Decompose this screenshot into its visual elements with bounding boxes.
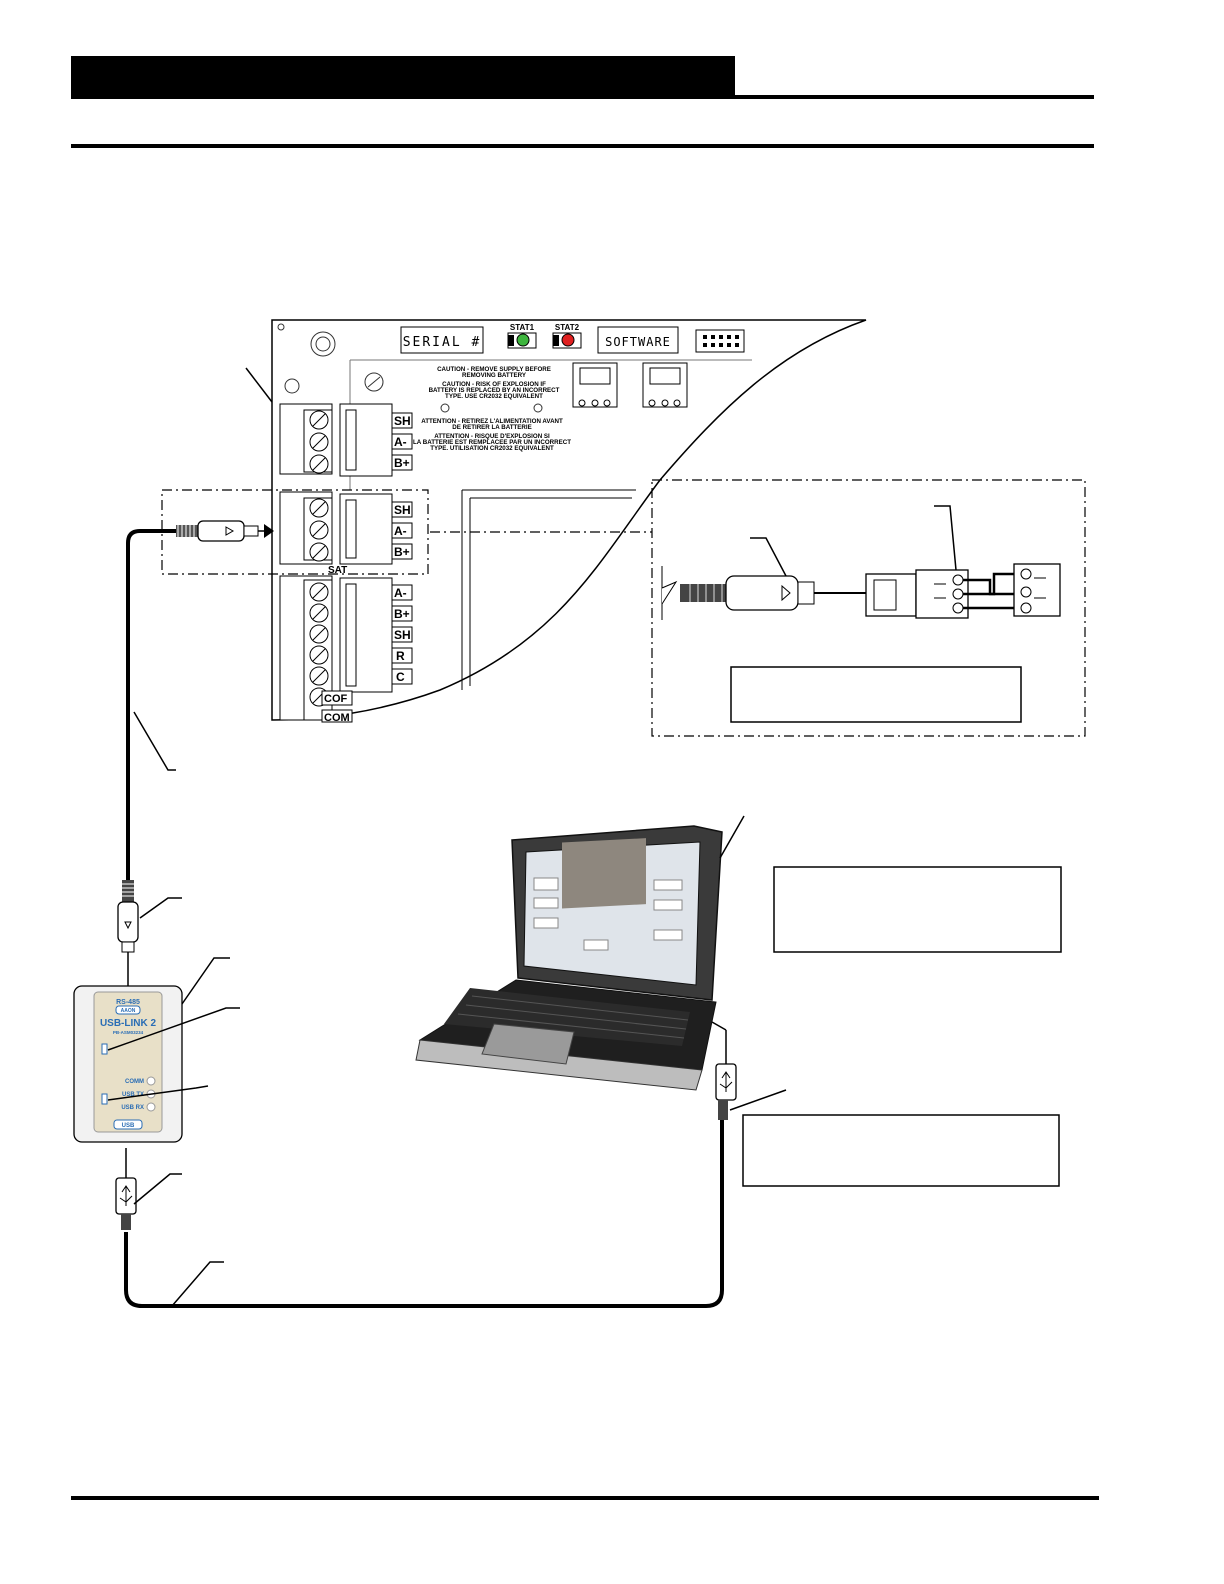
footer-rule — [71, 1496, 1099, 1500]
terminal-block-sat — [279, 491, 393, 565]
rj-jack-icon — [572, 362, 618, 408]
rj-jack-icon — [642, 362, 688, 408]
controller-board: SERIAL # SOFTWARE STAT1 STAT2 C — [271, 319, 867, 724]
rs485-cable — [126, 529, 176, 880]
header-rule — [71, 95, 1094, 99]
caution-text: TYPE. USE CR2032 EQUIVALENT — [445, 393, 543, 400]
detail-callout-box — [651, 479, 1086, 737]
header-bar — [71, 56, 735, 96]
leader-line — [133, 1173, 182, 1205]
caution-text: CAUTION - REMOVE SUPPLY BEFORE — [437, 366, 551, 373]
leader-line — [750, 537, 787, 577]
terminal-label: SH — [394, 414, 411, 428]
usb-rx-led-icon — [146, 1102, 156, 1112]
usb-link-brand: AAON — [121, 1008, 136, 1014]
serial-number-box — [400, 326, 484, 354]
usb-plug-icon — [711, 1021, 737, 1120]
usb-link-device: RS-485 AAON USB-LINK 2 PB-ASM03234 COMM … — [73, 985, 183, 1143]
terminal-block-top — [279, 403, 393, 477]
usb-link-tx-label: USB TX — [122, 1092, 144, 1098]
laptop-screen-content — [562, 838, 646, 909]
usb-link-part: PB-ASM03234 — [113, 1030, 144, 1035]
caution-text: BATTERY IS REPLACED BY AN INCORRECT — [429, 387, 560, 394]
usb-link-port-label: USB — [122, 1123, 135, 1129]
usb-link-name: USB-LINK 2 — [100, 1018, 157, 1029]
label-box — [773, 866, 1062, 953]
caution-text: REMOVING BATTERY — [462, 372, 527, 379]
sat-plug-icon — [176, 520, 274, 542]
laptop-computer — [415, 825, 723, 1091]
terminal-label: C — [396, 670, 405, 684]
usb-plug-icon — [115, 1148, 137, 1230]
leader-line — [729, 1089, 787, 1111]
leader-line — [107, 1085, 209, 1101]
detail-terminal-icon — [865, 569, 969, 619]
attention-text: LA BATTERIE EST REMPLACEE PAR UN INCORRE… — [413, 439, 571, 446]
leader-line — [719, 815, 745, 859]
stat1-label: STAT1 — [510, 323, 535, 332]
comm-led-icon — [146, 1076, 156, 1086]
label-box — [730, 666, 1022, 723]
stat2-label: STAT2 — [555, 323, 580, 332]
callout-highlight-box — [161, 489, 429, 575]
caution-text: CAUTION - RISK OF EXPLOSION IF — [442, 381, 546, 388]
serial-number-label: SERIAL # — [403, 335, 482, 350]
terminal-label: SH — [394, 503, 411, 517]
rs485-plug-icon — [117, 880, 139, 986]
usb-link-protocol: RS-485 — [116, 999, 140, 1006]
terminal-label: SH — [394, 628, 411, 642]
attention-text: DE RETIRER LA BATTERIE — [452, 424, 531, 431]
attention-text: TYPE. UTILISATION CR2032 EQUIVALENT — [430, 445, 554, 452]
terminal-label: A- — [394, 586, 407, 600]
leader-line — [133, 711, 176, 771]
leader-line — [181, 957, 230, 1005]
terminal-label: B+ — [394, 456, 410, 470]
terminal-label: A- — [394, 524, 407, 538]
leader-line — [245, 367, 273, 403]
cof-label: COF — [324, 693, 348, 705]
terminal-label: A- — [394, 435, 407, 449]
stat2-led-icon — [561, 333, 575, 347]
terminal-label: R — [396, 649, 405, 663]
detail-plug-icon — [661, 566, 815, 620]
usb-link-rx-label: USB RX — [121, 1105, 144, 1111]
usb-cable — [124, 1120, 724, 1308]
detail-receptacle-icon — [1013, 563, 1061, 617]
software-label: SOFTWARE — [605, 335, 671, 349]
software-box — [597, 326, 679, 354]
usb-link-comm-label: COMM — [125, 1079, 144, 1085]
j6-header-icon — [695, 329, 745, 353]
stat1-led-icon — [516, 333, 530, 347]
leader-line — [139, 897, 182, 919]
terminal-label: B+ — [394, 545, 410, 559]
usb-port-icon — [101, 1093, 108, 1105]
rs485-port-icon — [101, 1043, 108, 1055]
com-label: COM — [324, 712, 350, 724]
attention-text: ATTENTION - RISQUE D'EXPLOSION SI — [434, 433, 550, 440]
terminal-label: B+ — [394, 607, 410, 621]
sat-label: SAT — [328, 565, 347, 576]
title-rule — [71, 144, 1094, 148]
leader-line — [107, 1007, 240, 1051]
label-box — [742, 1114, 1060, 1187]
leader-line — [171, 1261, 224, 1307]
attention-text: ATTENTION - RETIREZ L'ALIMENTATION AVANT — [421, 418, 563, 425]
leader-line — [934, 505, 957, 571]
detail-wiring — [963, 572, 1022, 610]
terminal-block-bottom — [279, 575, 393, 721]
